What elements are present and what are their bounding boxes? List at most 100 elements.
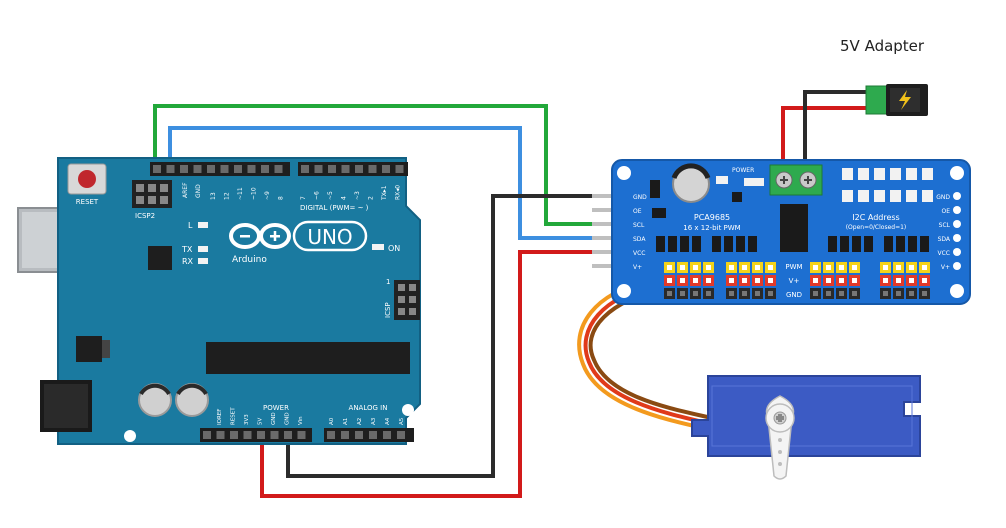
wire-black-gnd [286, 194, 598, 478]
pin-hole [667, 265, 672, 270]
addr-subtitle: (Open=0/Closed=1) [846, 224, 907, 231]
header-pin [301, 165, 309, 173]
servo-headers [664, 262, 930, 299]
header-pin [592, 236, 622, 240]
address-jumper-pad[interactable] [858, 168, 869, 180]
header-pin [166, 165, 175, 173]
pin-hole [852, 278, 857, 283]
resistor-array [668, 236, 677, 252]
header-pin [592, 264, 622, 268]
pin-hole [826, 265, 831, 270]
pin-hole [742, 291, 747, 296]
icsp2-header [132, 180, 172, 208]
power-terminal-block[interactable] [769, 164, 823, 196]
pin-hole [883, 278, 888, 283]
header-pin [355, 431, 363, 439]
address-jumper-pad[interactable] [890, 168, 901, 180]
digital-pin-label: 8 [278, 196, 285, 200]
pin-hole [755, 291, 760, 296]
header-pin [216, 431, 225, 439]
address-jumper-pad[interactable] [890, 190, 901, 202]
pin-hole [768, 265, 773, 270]
header-pin [397, 431, 405, 439]
pin-hole [826, 291, 831, 296]
power-pin-label: RESET [231, 407, 237, 425]
pin-hole [909, 291, 914, 296]
gnd-label: GND [195, 184, 202, 198]
tx-led-label: TX [181, 245, 193, 254]
digital-pin-label: 2 [368, 196, 375, 200]
wire-green-scl [153, 104, 598, 226]
pin-hole [852, 265, 857, 270]
servo-horn [765, 395, 795, 480]
digital-pin-label: ~10 [251, 187, 258, 200]
resistor-array [920, 236, 929, 252]
pca-left-pin-label: GND [633, 194, 647, 201]
header-pin [592, 250, 622, 254]
lightning-icon [899, 90, 911, 110]
digital-pin-label: ~5 [327, 191, 334, 200]
pin-hole [896, 291, 901, 296]
row-label-gnd: GND [786, 291, 802, 299]
header-pin [247, 165, 256, 173]
digital-pin-label: 12 [224, 192, 231, 200]
analog-pin-label: A0 [329, 417, 335, 425]
capacitor-2 [175, 383, 209, 417]
rx-led-label: RX [182, 257, 194, 266]
pca-power-label: POWER [732, 167, 754, 174]
pca-left-pin-label: V+ [633, 264, 642, 271]
address-jumper-pad[interactable] [906, 190, 917, 202]
digital-pin-holes [153, 165, 404, 173]
resistor-array [656, 236, 665, 252]
address-jumper-pad[interactable] [874, 168, 885, 180]
pin-hole [852, 291, 857, 296]
pca-right-pin-label: SCL [939, 222, 951, 229]
pin-hole [680, 265, 685, 270]
mounting-hole [617, 166, 631, 180]
address-jumper-pad[interactable] [874, 190, 885, 202]
pin-hole [706, 278, 711, 283]
row-label-pwm: PWM [785, 263, 802, 271]
header-pin [395, 165, 404, 173]
pin-hole [755, 265, 760, 270]
pin-hole [813, 265, 818, 270]
pca-capacitor [671, 163, 711, 203]
address-jumper-pad[interactable] [922, 190, 933, 202]
address-jumper-pad[interactable] [906, 168, 917, 180]
address-jumper-pad[interactable] [922, 168, 933, 180]
address-jumper-pad[interactable] [842, 168, 853, 180]
arduino-logo [229, 220, 368, 252]
header-pin [355, 165, 363, 173]
header-pin [153, 165, 161, 173]
pin-hole [768, 278, 773, 283]
resistor-array [884, 236, 893, 252]
pin-hole [693, 265, 698, 270]
pin-hole [922, 278, 927, 283]
header-pin [592, 194, 622, 198]
icsp-label: ICSP [384, 302, 392, 318]
digital-pin-label: ~11 [237, 187, 244, 200]
address-jumper-pad[interactable] [858, 190, 869, 202]
header-pin [270, 431, 279, 439]
power-pin-label: 5V [258, 418, 264, 425]
pin-hole [896, 278, 901, 283]
l-led-label: L [188, 221, 193, 230]
header-pin [369, 431, 377, 439]
icsp-pin1-label: 1 [386, 278, 390, 286]
pin-hole [693, 291, 698, 296]
digital-pin-label: 7 [300, 196, 307, 200]
digital-pin-label: 4 [341, 196, 348, 200]
pin-hole [922, 265, 927, 270]
pin-hole [839, 291, 844, 296]
mounting-hole [950, 166, 964, 180]
mounting-hole [950, 284, 964, 298]
wire-red-vcc [260, 250, 598, 498]
address-jumper-pad[interactable] [842, 190, 853, 202]
wire-blue-sda [168, 126, 598, 240]
digital-pin-label: ~9 [264, 191, 271, 200]
analog-pin-label: A3 [371, 417, 377, 425]
header-pin [382, 165, 390, 173]
pin-hole [909, 278, 914, 283]
resistor-array [852, 236, 861, 252]
